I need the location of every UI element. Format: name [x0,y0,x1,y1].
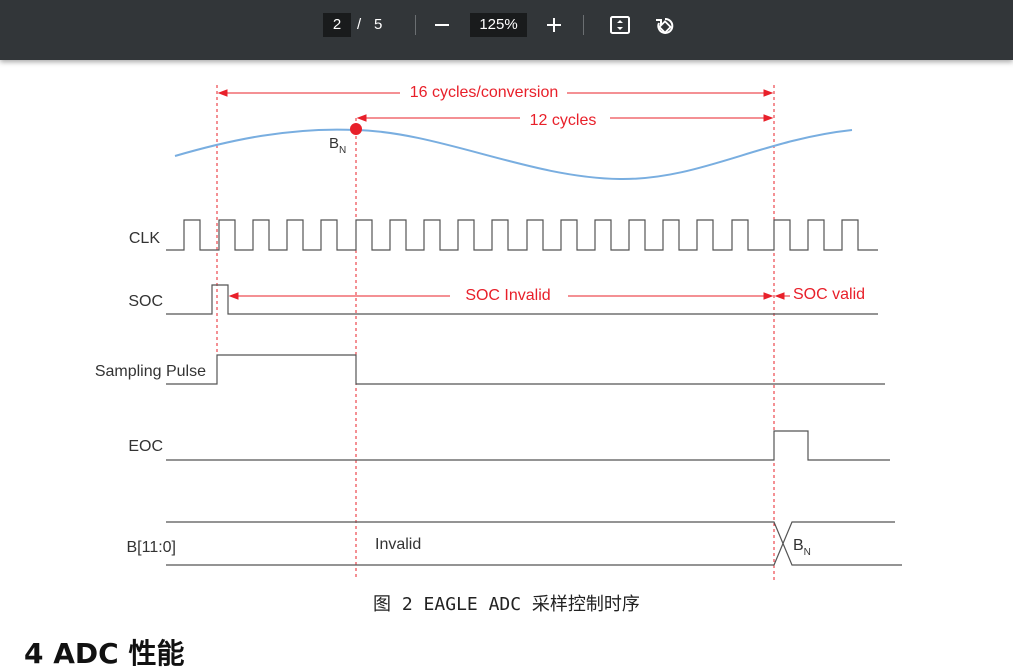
zoom-in-icon[interactable] [541,12,567,38]
soc-valid-label: SOC valid [793,286,865,303]
page-number-input[interactable]: 2 [323,13,351,37]
section-heading: 4 ADC 性能 [24,637,185,670]
eoc-waveform [166,430,890,461]
toolbar-divider [583,15,584,35]
twelve-cycles-arrow [356,114,774,122]
soc-invalid-label: SOC Invalid [465,287,550,304]
analog-input-wave [174,128,853,181]
pdf-toolbar: 2 / 5 125% [0,0,1013,60]
bus-invalid-label: Invalid [375,536,421,553]
page-separator: / [357,16,362,33]
twelve-cycles-label: 12 cycles [530,112,597,129]
clk-label: CLK [129,230,160,247]
zoom-out-icon[interactable] [429,12,455,38]
pdf-page[interactable]: 16 cycles/conversion 12 cycles BN CLK SO… [0,60,1013,650]
soc-invalid-arrow [228,292,774,300]
fit-page-icon[interactable] [607,12,633,38]
page-total: 5 [374,16,383,33]
sampling-pulse-label: Sampling Pulse [95,363,206,380]
toolbar-divider [415,15,416,35]
soc-valid-arrow [774,292,790,300]
rotate-icon[interactable] [652,12,678,38]
conversion-span-arrow [217,89,774,97]
bus-valid-label: BN [793,537,811,558]
eoc-label: EOC [128,438,163,455]
sample-point-label: BN [329,135,346,156]
conversion-span-label: 16 cycles/conversion [410,84,559,101]
bus-waveform [166,521,902,566]
figure-caption: 图 2 EAGLE ADC 采样控制时序 [373,594,640,615]
adc-timing-diagram: 16 cycles/conversion 12 cycles BN CLK SO… [95,84,902,580]
soc-label: SOC [128,293,163,310]
sample-point-dot [350,123,362,135]
zoom-level-input[interactable]: 125% [470,13,527,37]
bus-label: B[11:0] [126,539,176,556]
soc-waveform [166,284,878,315]
clk-waveform [166,219,878,251]
sampling-pulse-waveform [166,354,885,385]
